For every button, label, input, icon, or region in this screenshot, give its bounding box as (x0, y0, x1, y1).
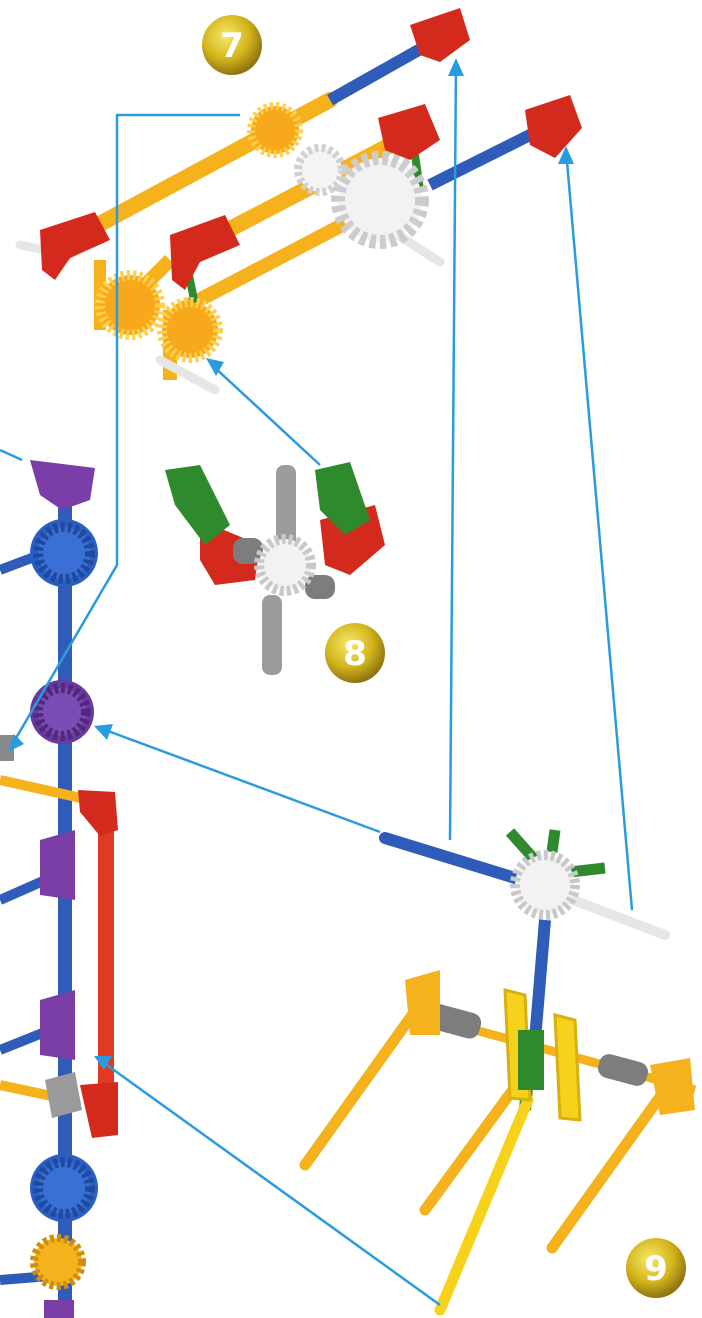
step7-assembly (20, 8, 582, 390)
blue-rod (385, 838, 515, 878)
red-rod (98, 800, 114, 1130)
connection-line (0, 450, 22, 460)
connection-line (212, 365, 320, 465)
white-connector (259, 539, 311, 591)
connection-line (566, 150, 632, 910)
yellow-rod (0, 780, 90, 800)
step9-assembly (305, 830, 695, 1310)
white-connector (515, 855, 575, 915)
purple-connector (40, 830, 75, 900)
gray-spacer (45, 1072, 82, 1118)
step-number: 7 (220, 26, 244, 66)
purple-connector (44, 1300, 74, 1318)
red-connector (525, 95, 582, 158)
yellow-connector (555, 1015, 580, 1120)
step-badge-7: 7 (202, 15, 262, 75)
yellow-connector (251, 106, 299, 154)
step-number: 9 (644, 1249, 668, 1289)
gray-spacer (305, 575, 335, 599)
purple-connector (40, 990, 75, 1060)
yellow-gear (34, 1238, 82, 1286)
yellow-connector (162, 302, 218, 358)
tower-assembly (0, 460, 118, 1318)
step-number: 8 (343, 634, 367, 674)
red-connector (80, 1082, 118, 1138)
step-badge-8: 8 (325, 623, 385, 683)
white-connector (298, 148, 342, 192)
yellow-connector (100, 275, 160, 335)
gray-spacer (596, 1052, 651, 1088)
connection-line (100, 728, 380, 832)
green-rod (552, 830, 555, 852)
step-badge-9: 9 (626, 1238, 686, 1298)
blue-rod (535, 920, 545, 1040)
yellow-connector (405, 970, 440, 1035)
green-connector (518, 1030, 544, 1090)
arrowhead (448, 58, 464, 76)
red-connector (78, 790, 118, 836)
gray-connector (262, 595, 282, 675)
connection-line (100, 1060, 440, 1305)
purple-connector (30, 460, 95, 510)
white-connector (338, 158, 422, 242)
